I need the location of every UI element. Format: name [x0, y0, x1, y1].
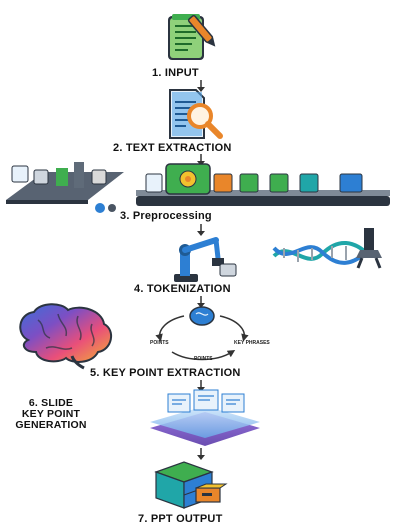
- arrow-down-icon: [196, 448, 206, 460]
- conveyor-belt-icon: [4, 160, 396, 214]
- cycle-label-points-left: POINTS: [150, 340, 169, 346]
- cycle-label-points-bottom: POINTS: [194, 356, 213, 362]
- step-label-preprocessing: 3. Preprocessing: [120, 210, 212, 222]
- step-label-line-2: KEY POINT: [21, 408, 81, 420]
- step-label-line-1: 6. SLIDE: [28, 397, 74, 409]
- step-label-input: 1. INPUT: [152, 67, 199, 79]
- layered-slides-icon: [130, 388, 280, 450]
- key-point-cycle: [144, 304, 260, 368]
- step-label-slide-generation: 6. SLIDE KEY POINT GENERATION: [12, 398, 90, 431]
- arrow-down-icon: [196, 80, 206, 92]
- filing-cabinet-icon: [148, 458, 228, 510]
- step-label-tokenization: 4. TOKENIZATION: [134, 283, 231, 295]
- notepad-pen-icon: [160, 8, 218, 66]
- step-label-line-3: GENERATION: [15, 419, 87, 431]
- step-label-ppt-output: 7. PPT OUTPUT: [138, 513, 223, 525]
- step-label-text-extraction: 2. TEXT EXTRACTION: [113, 142, 232, 154]
- cycle-label-key-phrases: KEY PHRASES: [234, 340, 270, 346]
- arrow-down-icon: [196, 224, 206, 236]
- robot-arm-icon: [160, 234, 240, 284]
- brain-icon: [10, 300, 120, 370]
- document-magnifier-icon: [164, 88, 228, 142]
- step-label-key-point-extraction: 5. KEY POINT EXTRACTION: [90, 367, 241, 379]
- arrow-down-icon: [196, 296, 206, 308]
- dna-strand-icon: [270, 226, 394, 274]
